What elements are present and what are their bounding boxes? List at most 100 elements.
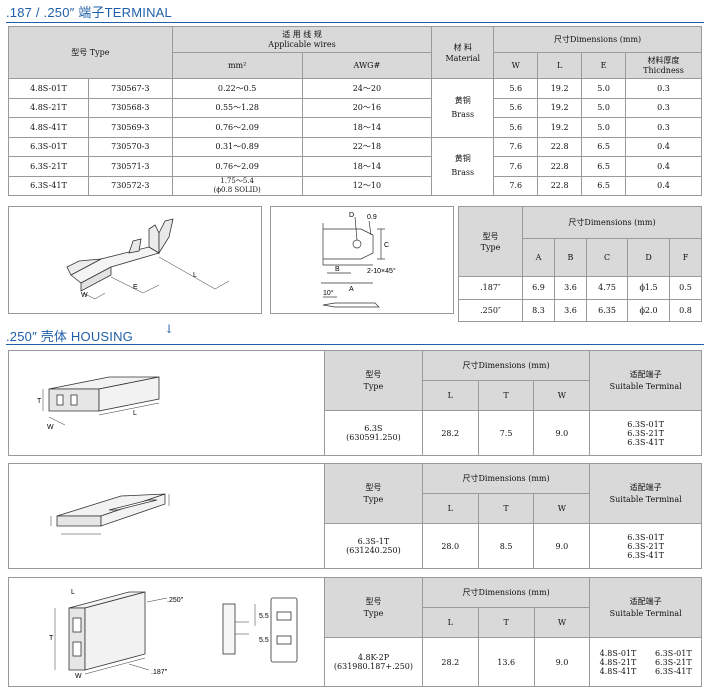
row-w: 9.0 — [533, 410, 591, 456]
row-t: 0.4 — [625, 175, 702, 196]
row-mm2: 0.22～0.5 — [171, 78, 303, 99]
section-divider — [6, 22, 704, 23]
label-b: B — [335, 266, 340, 273]
row-code: 730570-3 — [87, 136, 173, 157]
col-a-header: A — [522, 238, 555, 277]
housing-dims-header: 尺寸Dimensions (mm) — [421, 350, 591, 381]
housing-drawing-box-2 — [8, 463, 324, 569]
row-l: 22.8 — [537, 156, 583, 177]
terminal-drawing: W E L — [66, 218, 230, 300]
awg-header: AWG# — [301, 52, 433, 79]
row-e: 5.0 — [581, 97, 627, 118]
row-mm2: 1.75～5.4(ϕ0.8 SOLID) — [171, 175, 303, 196]
row-type: 4.8S-21T — [8, 97, 89, 118]
row-type: 6.3S-41T — [8, 175, 89, 196]
row-mm2: 0.55～1.28 — [171, 97, 303, 118]
row-awg: 18～14 — [301, 117, 433, 138]
row-f: 0.5 — [668, 276, 703, 300]
housing-type-cell: 6.3S-1T(631240.250) — [324, 523, 423, 569]
row-w: 7.6 — [493, 175, 539, 196]
label-187: .187″ — [151, 669, 168, 676]
row-t: 0.3 — [625, 97, 702, 118]
w-header: W — [493, 52, 539, 79]
label-angle: 10° — [323, 289, 334, 297]
row-a: 6.9 — [522, 276, 555, 300]
row-code: 730572-3 — [87, 175, 173, 196]
row-d: ϕ1.5 — [627, 276, 670, 300]
tab-dims-header: 尺寸Dimensions (mm) — [522, 206, 702, 239]
housing-type-cell: 6.3S(630591.250) — [324, 410, 423, 456]
row-code: 730568-3 — [87, 97, 173, 118]
label-l: L — [193, 272, 197, 279]
housing-section-title: .250″ 壳体 HOUSING — [6, 329, 133, 344]
col-c-header: C — [585, 238, 629, 277]
label-w: W — [47, 424, 54, 431]
housing-drawing-box-3: T L W .250″ .187″ 5.5 5.5 — [8, 577, 324, 687]
row-w: 7.6 — [493, 136, 539, 157]
table-row: 4.8S-41T 730569-3 0.76～2.09 18～14 5.6 19… — [8, 117, 702, 138]
label-t: T — [37, 398, 42, 405]
row-e: 5.0 — [581, 78, 627, 99]
terminal-drawing-box: W E L — [8, 206, 262, 314]
arrow-down-icon: ↓ — [164, 322, 175, 336]
label-d: D — [349, 212, 354, 219]
row-l: 28.2 — [421, 410, 479, 456]
row-type: 6.3S-01T — [8, 136, 89, 157]
row-l: 19.2 — [537, 117, 583, 138]
row-mm2: 0.76～2.09 — [171, 117, 303, 138]
row-c: 4.75 — [585, 276, 629, 300]
l-header: L — [421, 607, 479, 638]
t-header: T — [477, 607, 535, 638]
l-header: L — [537, 52, 583, 79]
row-code: 730567-3 — [87, 78, 173, 99]
label-t: T — [49, 635, 54, 642]
label-chamfer: 2-10×45° — [367, 267, 396, 275]
row-b: 3.6 — [553, 276, 587, 300]
row-type: 6.3S-21T — [8, 156, 89, 177]
t-header: T — [477, 380, 535, 411]
row-e: 6.5 — [581, 175, 627, 196]
row-type: 4.8S-41T — [8, 117, 89, 138]
housing-dims-header: 尺寸Dimensions (mm) — [421, 463, 591, 494]
housing-drawing-box-1: T W L — [8, 350, 324, 456]
housing-dims-header: 尺寸Dimensions (mm) — [421, 577, 591, 608]
row-type: 4.8S-01T — [8, 78, 89, 99]
row-b: 3.6 — [553, 298, 587, 322]
row-type: .187″ — [458, 276, 523, 300]
row-e: 6.5 — [581, 156, 627, 177]
row-t: 7.5 — [477, 410, 535, 456]
label-w: W — [81, 292, 88, 299]
row-awg: 20～16 — [301, 97, 433, 118]
w-header: W — [533, 607, 591, 638]
label-5-5-b: 5.5 — [259, 637, 269, 644]
row-l: 22.8 — [537, 175, 583, 196]
row-d: ϕ2.0 — [627, 298, 670, 322]
table-row: .187″ 6.9 3.6 4.75 ϕ1.5 0.5 — [458, 276, 703, 300]
row-awg: 22～18 — [301, 136, 433, 157]
w-header: W — [533, 380, 591, 411]
row-awg: 24～20 — [301, 78, 433, 99]
row-awg: 12～10 — [301, 175, 433, 196]
e-header: E — [581, 52, 627, 79]
row-f: 0.8 — [668, 298, 703, 322]
row-l: 19.2 — [537, 97, 583, 118]
row-t: 0.3 — [625, 78, 702, 99]
col-f-header: F — [668, 238, 703, 277]
